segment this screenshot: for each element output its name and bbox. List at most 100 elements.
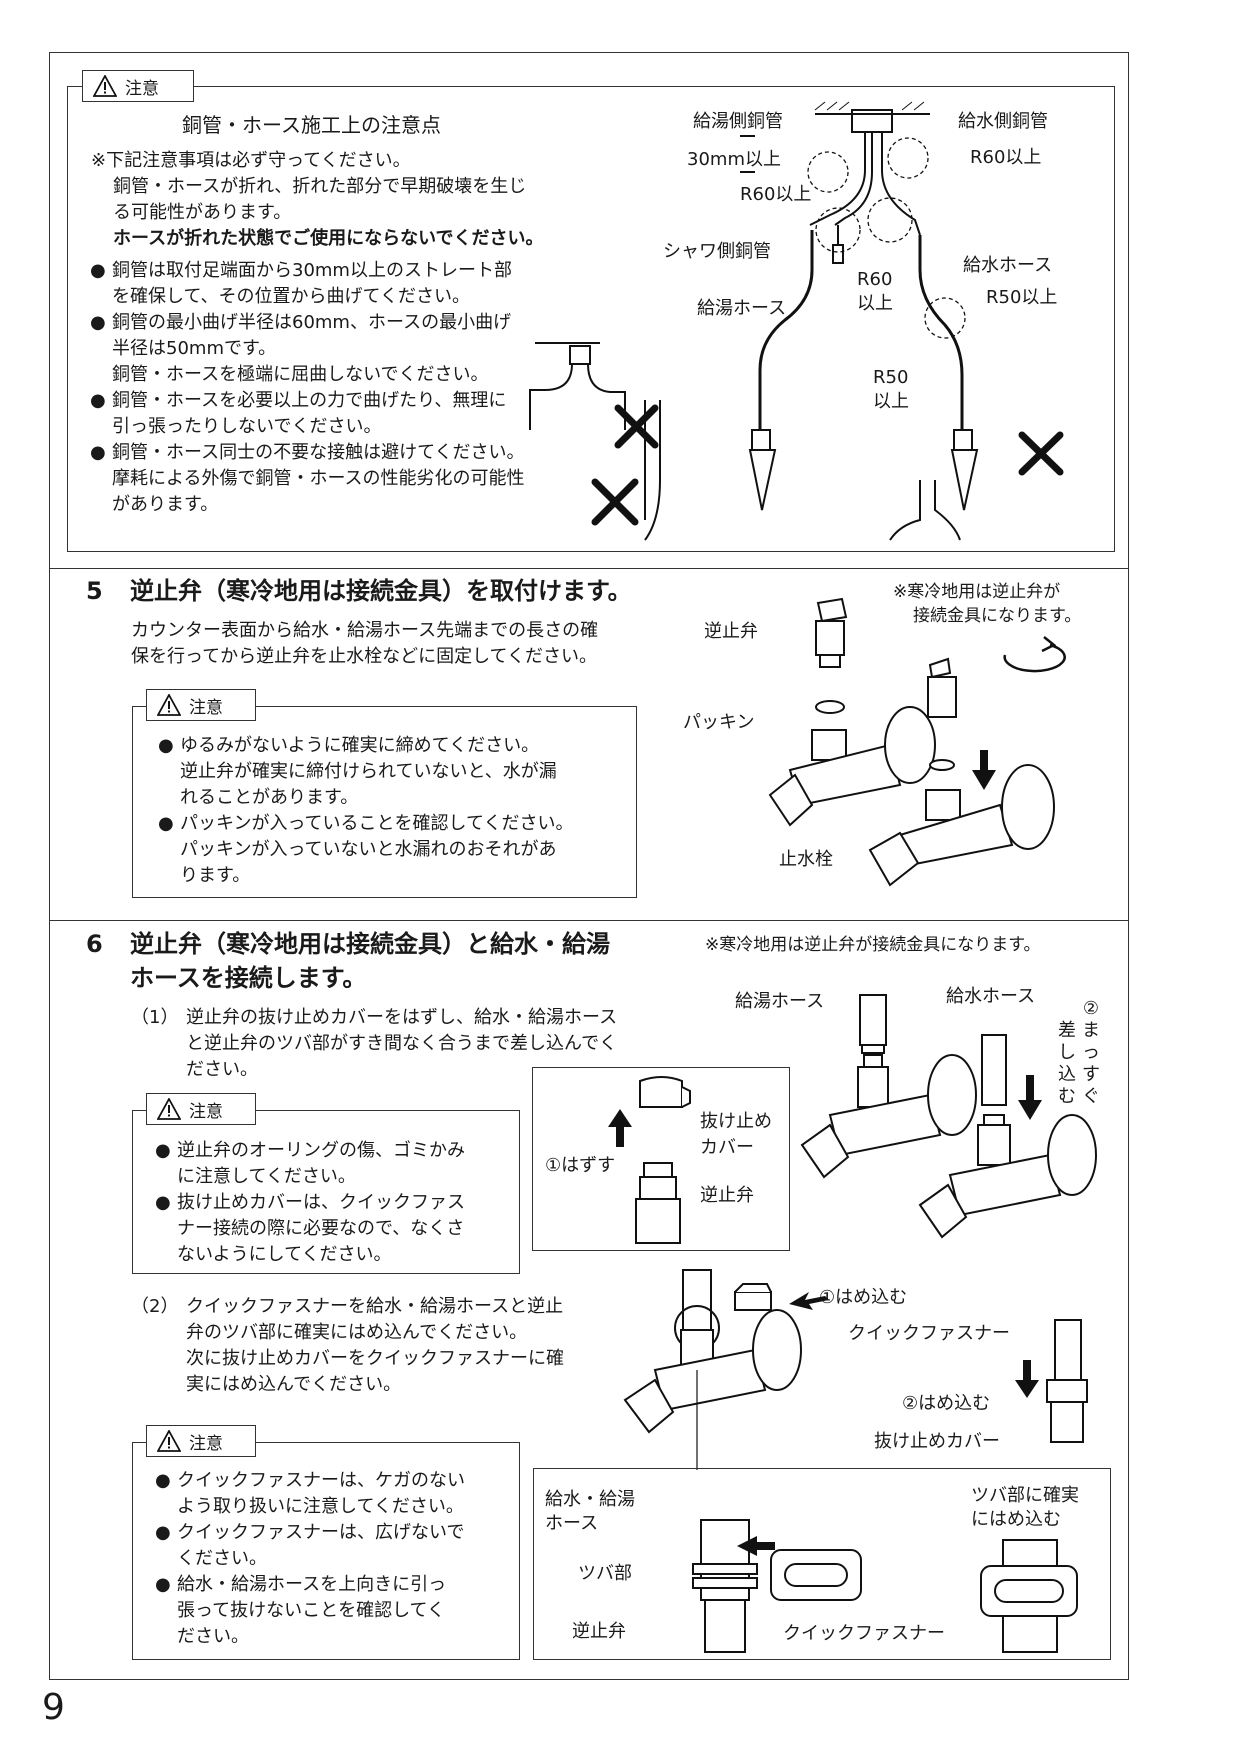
warning-icon <box>157 1098 181 1120</box>
section-divider <box>49 568 1129 569</box>
page-number: 9 <box>42 1687 65 1728</box>
substep-text: 次に抜け止めカバーをクイックファスナーに確 <box>186 1348 564 1369</box>
stop-valve-diagram <box>768 597 1066 887</box>
label-cover: 抜け止め <box>700 1111 772 1132</box>
caution-box-main <box>67 86 1115 552</box>
intro-line: ※下記注意事項は必ず守ってください。 <box>91 150 411 171</box>
warning-icon <box>157 1430 181 1452</box>
substep-text: クイックファスナーを給水・給湯ホースと逆止 <box>186 1296 564 1317</box>
label-fastener: クイックファスナー <box>848 1323 1010 1344</box>
label-hose: 給水・給湯 <box>545 1489 635 1510</box>
label-r50: R50以上 <box>986 287 1058 308</box>
caution-item: 抜け止めカバーは、クイックファスナー接続の際に必要なので、なくさないようにしてく… <box>155 1190 465 1268</box>
caution-list: 銅管は取付足端面から30mm以上のストレート部を確保して、その位置から曲げてくだ… <box>90 258 525 518</box>
hose-connection-diagram <box>800 994 1097 1239</box>
label-hot-copper: 給湯側銅管 <box>693 111 783 132</box>
substep-number: （1） <box>131 1007 179 1028</box>
caution-label: 注意 <box>189 697 223 718</box>
step-number: 5 <box>86 577 103 605</box>
inset-remove-cover <box>532 1067 790 1251</box>
label-cold-hose: 給水ホース <box>946 986 1036 1007</box>
step-number: 6 <box>86 930 103 958</box>
substep-text: 逆止弁の抜け止めカバーをはずし、給水・給湯ホース <box>186 1007 618 1028</box>
intro-bold: ホースが折れた状態でご使用にならないでください。 <box>113 228 544 249</box>
substep-text: と逆止弁のツバ部がすき間なく合うまで差し込んでく <box>186 1033 618 1054</box>
substep-text: 弁のツバ部に確実にはめ込んでください。 <box>186 1322 528 1343</box>
label-r60: 以上 <box>857 293 893 314</box>
label-cold-copper: 給水側銅管 <box>958 111 1048 132</box>
label-insert: 差し込む <box>1058 1020 1076 1107</box>
label-flange: ツバ部 <box>578 1563 632 1584</box>
label-packing: パッキン <box>683 712 755 733</box>
caution-box-step5 <box>132 706 637 898</box>
label-cover: 抜け止めカバー <box>874 1431 1000 1452</box>
caution-tag: 注意 <box>146 1093 256 1125</box>
label-cover: カバー <box>700 1137 754 1158</box>
step-title: ホースを接続します。 <box>130 964 367 992</box>
caution-item: 銅管の最小曲げ半径は60mm、ホースの最小曲げ半径は50mmです。銅管・ホースを… <box>90 310 525 388</box>
label-r60: R60以上 <box>970 147 1042 168</box>
caution-item: 銅管・ホース同士の不要な接触は避けてください。摩耗による外傷で銅管・ホースの性能… <box>90 440 525 518</box>
step-title: 逆止弁（寒冷地用は接続金具）を取付けます。 <box>130 577 632 605</box>
caution-label: 注意 <box>189 1433 223 1454</box>
label-r50: 以上 <box>873 391 909 412</box>
label-straight-30mm: 30mm以上 <box>687 149 781 170</box>
caution-tag: 注意 <box>146 1425 256 1457</box>
substep-number: （2） <box>131 1296 179 1317</box>
caution-tag: 注意 <box>82 70 194 102</box>
caution-box-step6-2 <box>132 1442 520 1660</box>
warning-icon <box>157 694 181 716</box>
label-fastener: クイックファスナー <box>783 1623 945 1644</box>
cover-removal-illustration <box>608 1076 691 1244</box>
label-secure: ツバ部に確実 <box>971 1485 1079 1506</box>
page-frame <box>49 52 1129 1680</box>
caution-item: ゆるみがないように確実に締めてください。逆止弁が確実に締付けられていないと、水が… <box>158 733 573 811</box>
label-shower-copper: シャワ側銅管 <box>663 241 771 262</box>
label-remove: ①はずす <box>545 1155 616 1176</box>
substep-text: ださい。 <box>186 1059 258 1080</box>
section-divider <box>49 920 1129 921</box>
label-secure: にはめ込む <box>971 1509 1061 1530</box>
label-fit2: ②はめ込む <box>902 1393 991 1414</box>
caution-list: ゆるみがないように確実に締めてください。逆止弁が確実に締付けられていないと、水が… <box>158 733 573 889</box>
label-check-valve: 逆止弁 <box>700 1185 754 1206</box>
label-r50: R50 <box>873 367 909 388</box>
label-r60: R60以上 <box>740 184 812 205</box>
caution-item: 銅管は取付足端面から30mm以上のストレート部を確保して、その位置から曲げてくだ… <box>90 258 525 310</box>
step-desc: カウンター表面から給水・給湯ホース先端までの長さの確 <box>131 620 599 641</box>
caution-label: 注意 <box>189 1101 223 1122</box>
label-hose: ホース <box>545 1513 599 1534</box>
label-r60: R60 <box>857 269 893 290</box>
step-note: ※寒冷地用は逆止弁が <box>893 582 1061 602</box>
copper-hose-bending-diagram <box>529 101 1064 541</box>
caution-label: 注意 <box>125 78 159 99</box>
label-check-valve: 逆止弁 <box>704 621 758 642</box>
caution-tag: 注意 <box>146 689 256 721</box>
section-title: 銅管・ホース施工上の注意点 <box>182 113 441 137</box>
label-cold-hose: 給水ホース <box>963 255 1053 276</box>
label-hot-hose: 給湯ホース <box>735 991 825 1012</box>
step-note: 接続金具になります。 <box>913 606 1082 626</box>
step-note: ※寒冷地用は逆止弁が接続金具になります。 <box>705 935 1041 955</box>
intro-line: る可能性があります。 <box>113 202 292 223</box>
inset-fastener-detail <box>533 1468 1111 1660</box>
step-title: 逆止弁（寒冷地用は接続金具）と給水・給湯 <box>130 930 610 958</box>
label-check-valve: 逆止弁 <box>572 1621 626 1642</box>
intro-line: 銅管・ホースが折れ、折れた部分で早期破壊を生じ <box>113 176 527 197</box>
caution-box-step6-1 <box>132 1110 520 1274</box>
warning-icon <box>93 75 117 97</box>
substep-text: 実にはめ込んでください。 <box>186 1374 402 1395</box>
caution-item: パッキンが入っていることを確認してください。パッキンが入っていないと水漏れのおそ… <box>158 811 573 889</box>
step-desc: 保を行ってから逆止弁を止水栓などに固定してください。 <box>131 646 598 667</box>
fastener-detail-illustration <box>692 1519 1078 1653</box>
label-stop-valve: 止水栓 <box>779 849 833 870</box>
fastener-diagram <box>623 1269 1088 1470</box>
